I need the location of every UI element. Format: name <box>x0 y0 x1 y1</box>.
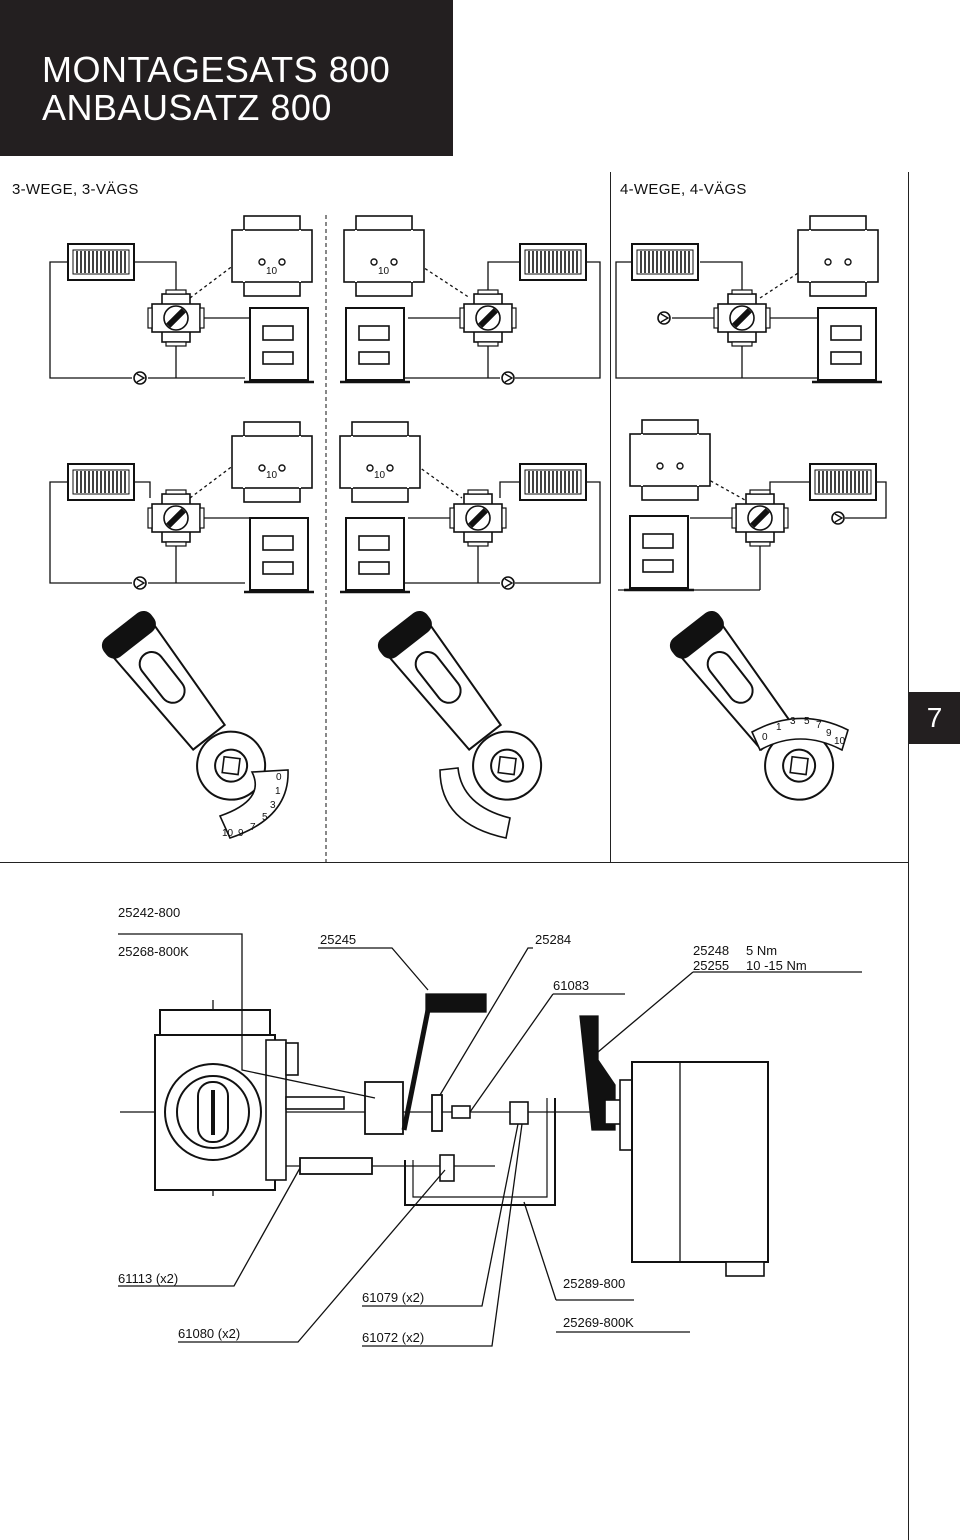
scale-right-mark-9: 9 <box>826 728 832 739</box>
part-label-25242-800: 25242-800 <box>118 905 181 920</box>
valve-mark-a: 10 <box>266 266 278 277</box>
part-label-61083: 61083 <box>553 978 590 993</box>
section-divider <box>610 172 611 862</box>
torque-label-10-15nm: 10 -15 Nm <box>746 958 807 973</box>
scale-right-mark-3: 3 <box>790 716 796 727</box>
scale-right-mark-10: 10 <box>834 736 846 747</box>
scale-left-mark-10: 10 <box>222 828 234 839</box>
part-label-25289-800: 25289-800 <box>563 1276 626 1291</box>
title-block: MONTAGESATS 800 ANBAUSATZ 800 <box>0 0 453 156</box>
section-label-3-way: 3-WEGE, 3-VÄGS <box>12 181 139 198</box>
title-line-2: ANBAUSATZ 800 <box>42 87 332 128</box>
part-label-61080: 61080 (x2) <box>178 1326 241 1341</box>
scale-left-mark-9: 9 <box>238 828 244 839</box>
valve-mark-b: 10 <box>378 266 390 277</box>
part-label-25284: 25284 <box>535 932 572 947</box>
section-label-4-way: 4-WEGE, 4-VÄGS <box>620 181 747 198</box>
section-rule-horizontal <box>0 862 909 863</box>
scale-left-mark-7: 7 <box>250 822 256 833</box>
valve-mark-d: 10 <box>374 470 386 481</box>
part-label-61072: 61072 (x2) <box>362 1330 425 1345</box>
scale-right-mark-1: 1 <box>776 722 782 733</box>
scale-left-mark-5: 5 <box>262 812 268 823</box>
scale-left-mark-1: 1 <box>275 786 281 797</box>
part-label-61079: 61079 (x2) <box>362 1290 425 1305</box>
scale-right-mark-0: 0 <box>762 732 768 743</box>
part-label-25269-800K: 25269-800K <box>563 1315 634 1330</box>
scale-left-mark-0: 0 <box>276 772 282 783</box>
part-label-25245: 25245 <box>320 932 357 947</box>
valve-mark-c: 10 <box>266 470 278 481</box>
part-label-25248: 25248 <box>693 943 730 958</box>
page-number-tab: 7 <box>909 692 960 744</box>
part-label-25268-800K: 25268-800K <box>118 944 189 959</box>
title-line-1: MONTAGESATS 800 <box>42 49 391 90</box>
scale-right-mark-7: 7 <box>816 720 822 731</box>
torque-label-5nm: 5 Nm <box>746 943 778 958</box>
part-label-25255: 25255 <box>693 958 730 973</box>
part-label-61113: 61113 (x2) <box>118 1271 179 1286</box>
scale-left-mark-3: 3 <box>270 800 276 811</box>
scale-right-mark-5: 5 <box>804 716 810 727</box>
page-rule-vertical <box>908 172 909 1540</box>
